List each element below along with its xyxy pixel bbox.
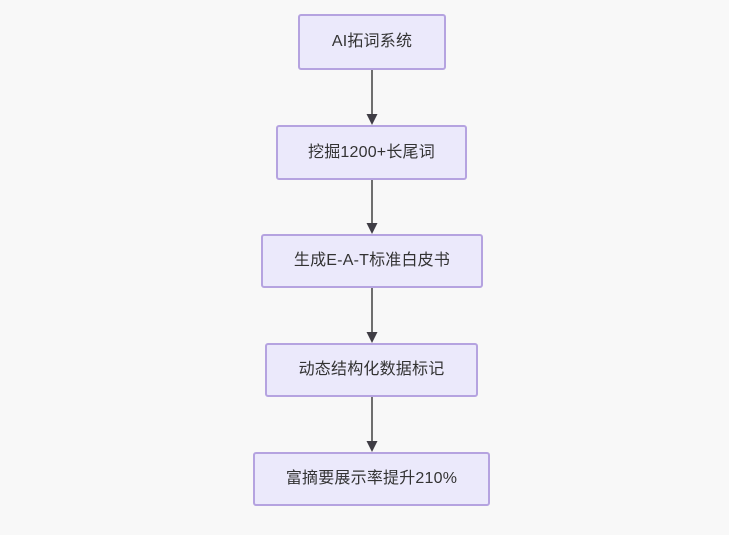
flow-node-label: 挖掘1200+长尾词 <box>308 143 435 161</box>
flow-node-mine-longtail-keywords[interactable]: 挖掘1200+长尾词 <box>276 125 467 180</box>
flow-node-label: 动态结构化数据标记 <box>298 361 445 378</box>
edge-n3-n4 <box>366 288 378 343</box>
flow-node-label: AI拓词系统 <box>331 33 413 50</box>
edge-n1-n2 <box>366 70 378 125</box>
flow-node-label: 生成E-A-T标准白皮书 <box>293 252 451 269</box>
flow-node-label: 富摘要展示率提升210% <box>285 470 458 487</box>
edge-n4-n5 <box>366 397 378 452</box>
flow-node-rich-snippet-impression-uplift[interactable]: 富摘要展示率提升210% <box>253 452 490 506</box>
edge-n2-n3 <box>366 180 378 234</box>
flow-node-dynamic-structured-data-markup[interactable]: 动态结构化数据标记 <box>265 343 478 397</box>
flow-node-generate-eat-whitepaper[interactable]: 生成E-A-T标准白皮书 <box>261 234 483 288</box>
flow-node-ai-keyword-system[interactable]: AI拓词系统 <box>298 14 446 70</box>
